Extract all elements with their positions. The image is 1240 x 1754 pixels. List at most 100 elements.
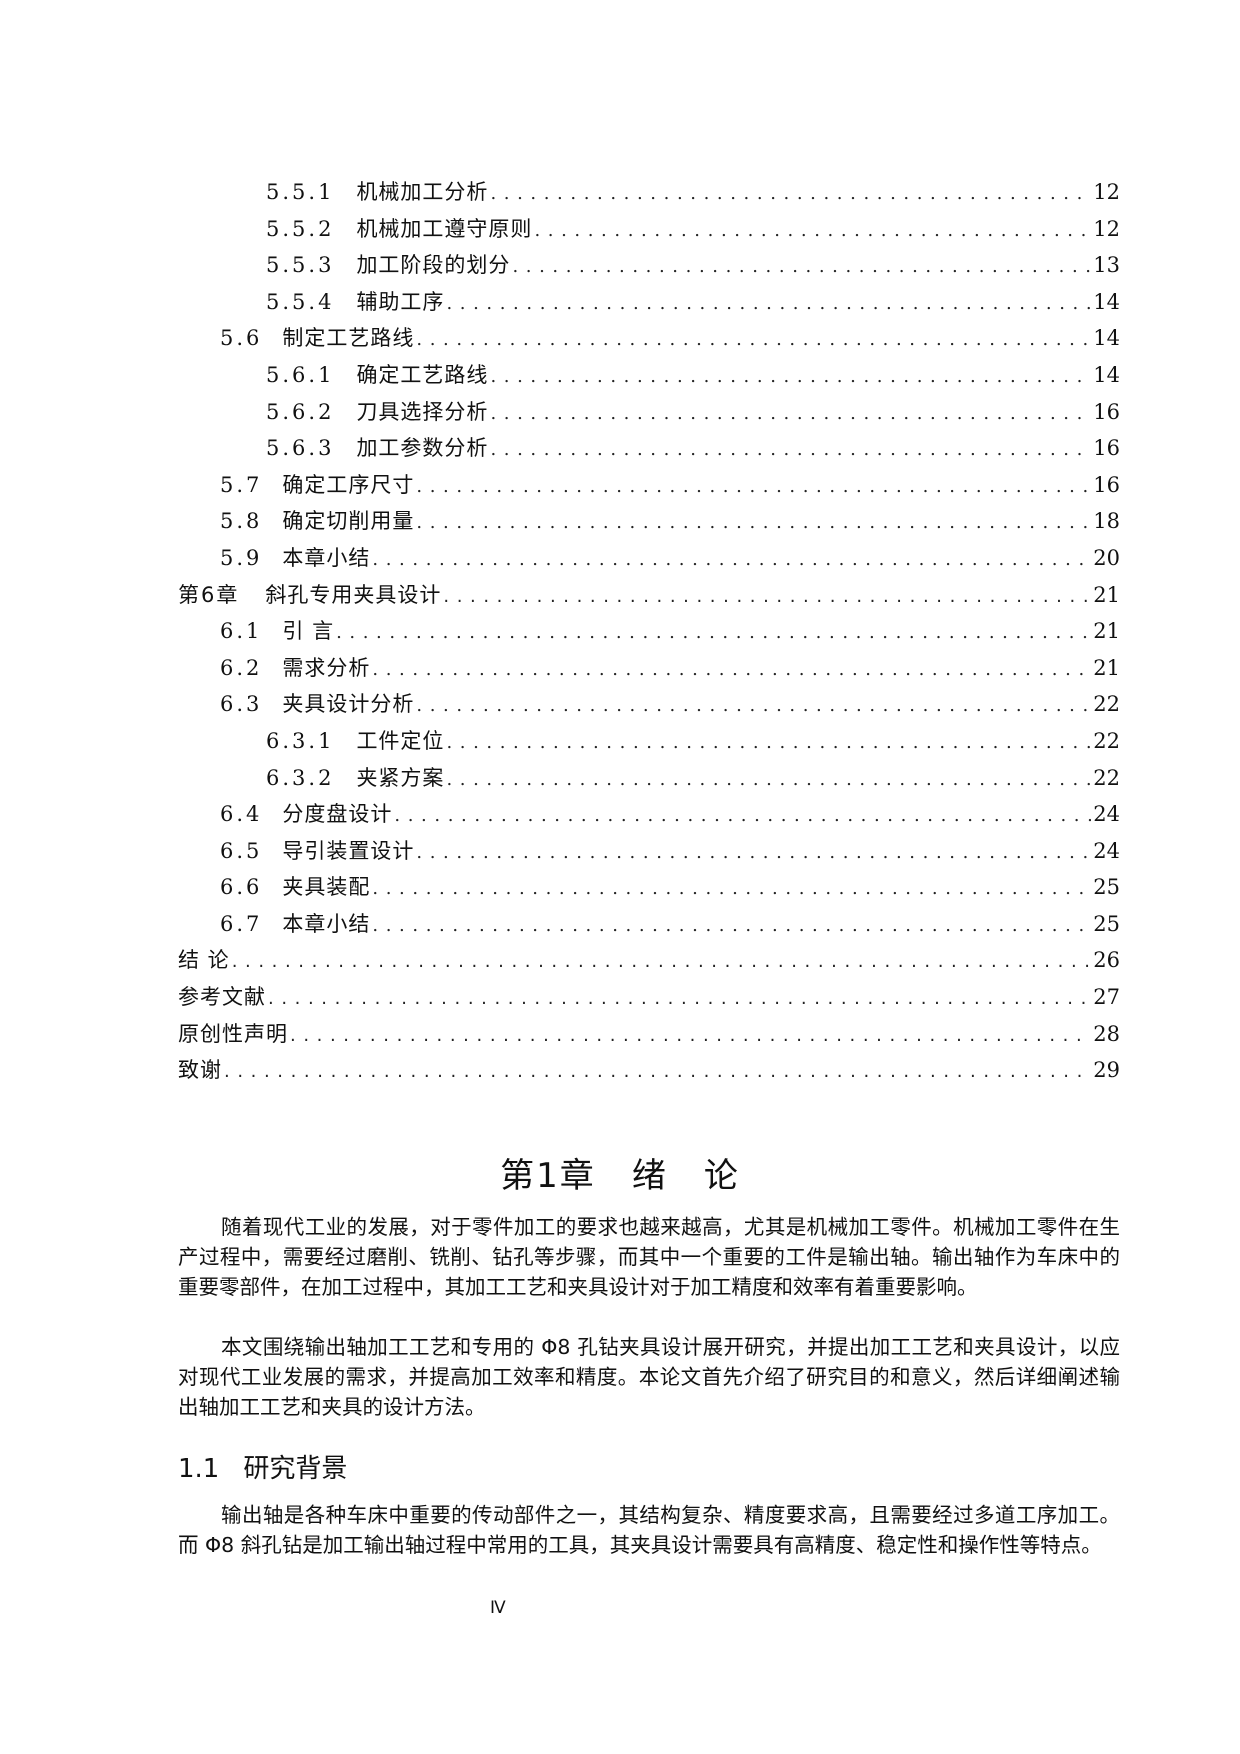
toc-entry[interactable]: 6.7 本章小结 25 xyxy=(178,906,1120,943)
toc-entry-page: 22 xyxy=(1093,728,1120,753)
toc-entry[interactable]: 结 论 26 xyxy=(178,942,1120,979)
toc-entry-number: 6.3 xyxy=(220,692,263,717)
toc-entry-page: 29 xyxy=(1093,1058,1120,1083)
toc-entry-number: 6.6 xyxy=(220,875,263,900)
toc-entry-title: 加工阶段的划分 xyxy=(356,253,511,278)
toc-dot-leader xyxy=(416,688,1091,725)
toc-entry-page: 26 xyxy=(1093,948,1120,973)
toc-entry[interactable]: 致谢29 xyxy=(178,1052,1120,1089)
toc-entry-number: 5.6.3 xyxy=(266,436,335,461)
page-number: Ⅳ xyxy=(490,1598,506,1618)
paragraph-text: 输出轴是各种车床中重要的传动部件之一，其结构复杂、精度要求高，且需要经过多道工序… xyxy=(178,1503,1120,1557)
toc-entry-title: 原创性声明 xyxy=(178,1021,288,1046)
toc-entry-page: 21 xyxy=(1093,655,1120,680)
toc-entry-page: 22 xyxy=(1093,692,1120,717)
toc-entry-page: 14 xyxy=(1093,289,1120,314)
toc-entry[interactable]: 5.5.3加工阶段的划分13 xyxy=(178,247,1120,284)
paragraph-text: 本文围绕输出轴加工工艺和专用的 Φ8 孔钻夹具设计展开研究，并提出加工工艺和夹具… xyxy=(178,1335,1120,1419)
toc-entry-number: 6.5 xyxy=(220,838,263,863)
toc-dot-leader xyxy=(372,871,1091,908)
toc-dot-leader xyxy=(490,432,1091,469)
toc-entry-number: 6.1 xyxy=(220,619,263,644)
toc-dot-leader xyxy=(290,1018,1091,1055)
toc-entry-title: 确定工序尺寸 xyxy=(282,472,415,497)
toc-entry[interactable]: 6.3.2夹紧方案22 xyxy=(178,760,1120,797)
toc-dot-leader xyxy=(490,359,1091,396)
toc-entry-page: 24 xyxy=(1093,802,1120,827)
toc-entry[interactable]: 第6章斜孔专用夹具设计21 xyxy=(178,577,1120,614)
toc-dot-leader xyxy=(372,908,1091,945)
toc-dot-leader xyxy=(268,981,1091,1018)
intro-paragraph-1: 随着现代工业的发展，对于零件加工的要求也越来越高，尤其是机械加工零件。机械加工零… xyxy=(178,1212,1120,1302)
toc-entry[interactable]: 6.2 需求分析 21 xyxy=(178,650,1120,687)
toc-entry-title: 结 论 xyxy=(178,948,230,973)
toc-dot-leader xyxy=(416,469,1091,506)
toc-entry-title: 斜孔专用夹具设计 xyxy=(265,582,442,607)
toc-entry-title: 刀具选择分析 xyxy=(356,399,489,424)
toc-entry[interactable]: 5.6.1 确定工艺路线 14 xyxy=(178,357,1120,394)
toc-entry[interactable]: 5.7确定工序尺寸16 xyxy=(178,467,1120,504)
toc-entry-number: 5.5.4 xyxy=(266,289,335,314)
toc-entry-title: 机械加工分析 xyxy=(356,180,489,204)
toc-entry-title: 辅助工序 xyxy=(356,289,445,314)
toc-entry[interactable]: 6.1引 言21 xyxy=(178,613,1120,650)
toc-entry-page: 12 xyxy=(1093,216,1120,241)
toc-dot-leader xyxy=(416,505,1091,542)
toc-entry[interactable]: 6.3.1工件定位22 xyxy=(178,723,1120,760)
toc-entry-number: 5.6.2 xyxy=(266,399,335,424)
toc-entry-number: 5.8 xyxy=(220,509,263,534)
toc-dot-leader xyxy=(443,579,1091,616)
toc-entry[interactable]: 5.5.1机械加工分析12 xyxy=(178,174,1120,211)
toc-entry[interactable]: 6.6夹具装配25 xyxy=(178,869,1120,906)
chapter-title-part1: 绪 xyxy=(631,1156,668,1196)
toc-entry[interactable]: 原创性声明28 xyxy=(178,1016,1120,1053)
toc-entry[interactable]: 5.5.2机械加工遵守原则12 xyxy=(178,211,1120,248)
chapter-title: 第1章绪论 xyxy=(0,1148,1240,1197)
toc-dot-leader xyxy=(490,396,1091,433)
toc-dot-leader xyxy=(416,322,1091,359)
toc-dot-leader xyxy=(372,652,1091,689)
toc-entry-title: 加工参数分析 xyxy=(356,436,489,461)
toc-dot-leader xyxy=(336,615,1091,652)
toc-entry-page: 16 xyxy=(1093,399,1120,424)
toc-dot-leader xyxy=(446,725,1091,762)
toc-entry-number: 第6章 xyxy=(178,582,240,607)
table-of-contents: 5.5.1机械加工分析125.5.2机械加工遵守原则125.5.3加工阶段的划分… xyxy=(178,174,1120,1089)
toc-entry-title: 确定工艺路线 xyxy=(356,362,489,387)
toc-entry[interactable]: 参考文献27 xyxy=(178,979,1120,1016)
toc-entry[interactable]: 5.6制定工艺路线14 xyxy=(178,320,1120,357)
toc-entry-number: 6.3.1 xyxy=(266,728,335,753)
toc-entry-number: 5.9 xyxy=(220,545,263,570)
toc-dot-leader xyxy=(534,213,1091,250)
toc-entry-page: 13 xyxy=(1093,253,1120,278)
section-number: 1.1 xyxy=(178,1454,220,1484)
toc-entry-title: 需求分析 xyxy=(282,655,371,680)
toc-entry-number: 5.7 xyxy=(220,472,263,497)
paragraph-text: 随着现代工业的发展，对于零件加工的要求也越来越高，尤其是机械加工零件。机械加工零… xyxy=(178,1215,1120,1299)
toc-entry-title: 本章小结 xyxy=(282,911,371,936)
toc-entry-number: 6.7 xyxy=(220,911,263,936)
toc-dot-leader xyxy=(232,944,1092,981)
toc-entry-number: 6.2 xyxy=(220,655,263,680)
toc-entry-page: 12 xyxy=(1093,180,1120,204)
toc-dot-leader xyxy=(416,835,1091,872)
toc-entry-title: 本章小结 xyxy=(282,545,371,570)
chapter-label: 第1章 xyxy=(500,1156,596,1196)
toc-entry-title: 分度盘设计 xyxy=(282,802,393,827)
toc-entry[interactable]: 6.5导引装置设计24 xyxy=(178,833,1120,870)
toc-entry-page: 25 xyxy=(1093,911,1120,936)
toc-entry[interactable]: 5.6.2 刀具选择分析 16 xyxy=(178,394,1120,431)
toc-entry[interactable]: 5.6.3加工参数分析16 xyxy=(178,430,1120,467)
toc-entry[interactable]: 5.8确定切削用量18 xyxy=(178,503,1120,540)
toc-entry-page: 14 xyxy=(1093,362,1120,387)
toc-entry[interactable]: 5.9本章小结20 xyxy=(178,540,1120,577)
toc-entry-page: 24 xyxy=(1093,838,1120,863)
toc-entry-title: 夹紧方案 xyxy=(356,765,445,790)
toc-entry[interactable]: 5.5.4 辅助工序 14 xyxy=(178,284,1120,321)
toc-entry-title: 引 言 xyxy=(282,619,335,644)
toc-entry-number: 5.6.1 xyxy=(266,362,335,387)
section-title-text: 研究背景 xyxy=(243,1454,348,1484)
toc-entry[interactable]: 6.3夹具设计分析22 xyxy=(178,686,1120,723)
chapter-title-part2: 论 xyxy=(703,1156,740,1196)
toc-entry[interactable]: 6.4分度盘设计24 xyxy=(178,796,1120,833)
